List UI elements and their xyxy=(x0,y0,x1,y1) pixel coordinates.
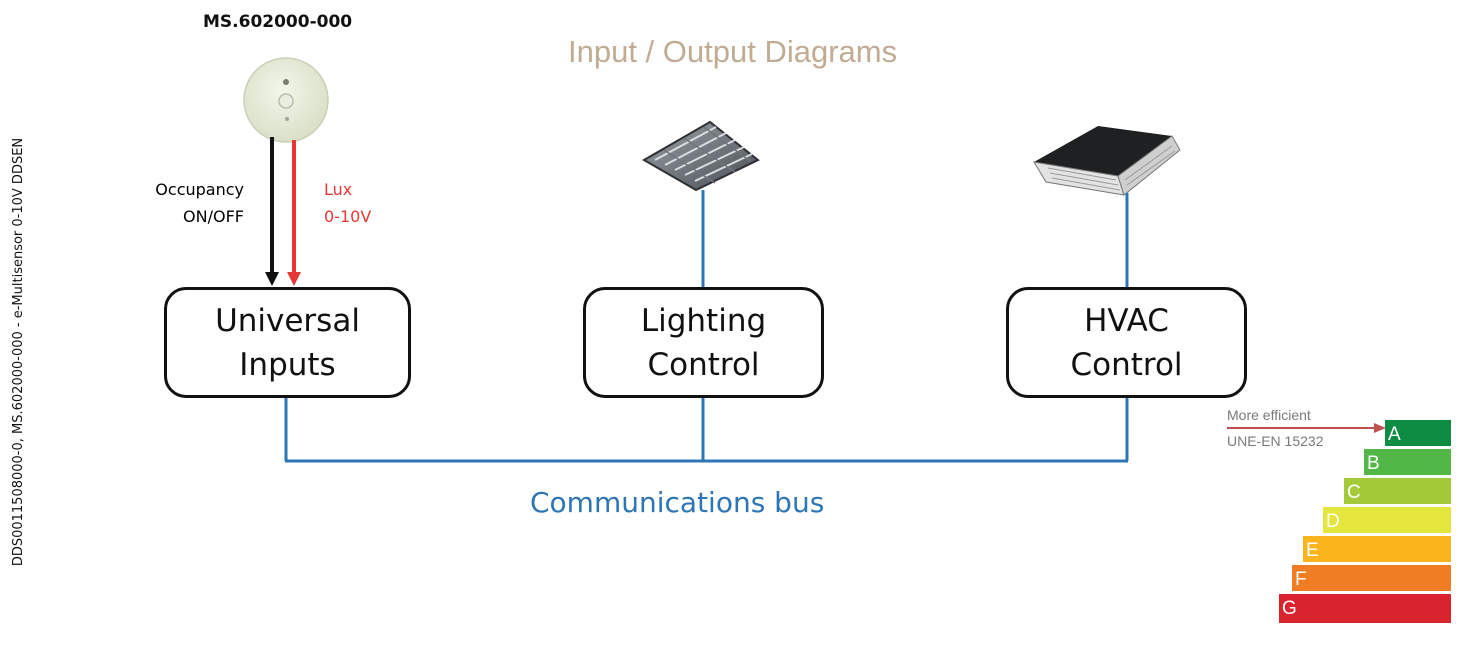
universal-inputs-line2: Inputs xyxy=(239,346,336,383)
efficiency-class-a: A xyxy=(1385,420,1451,446)
more-efficient-arrow xyxy=(1227,423,1386,433)
occupancy-label-line2: ON/OFF xyxy=(183,207,244,226)
occupancy-label-line1: Occupancy xyxy=(155,180,244,199)
efficiency-class-b: B xyxy=(1364,449,1451,475)
page-title: Input / Output Diagrams xyxy=(568,34,898,69)
lux-label-line2: 0-10V xyxy=(324,207,372,226)
efficiency-class-d: D xyxy=(1323,507,1451,533)
efficiency-class-g: G xyxy=(1279,594,1451,623)
efficiency-class-c: C xyxy=(1344,478,1451,504)
hvac-unit-icon xyxy=(1033,126,1181,196)
occupancy-signal-arrow xyxy=(265,137,279,286)
io-diagram xyxy=(243,57,1386,463)
more-efficient-label: More efficient xyxy=(1227,407,1311,423)
hvac-control-line2: Control xyxy=(1070,346,1183,383)
light-fixture-icon xyxy=(641,120,760,192)
communications-bus-label: Communications bus xyxy=(530,486,825,519)
occupancy-label: Occupancy ON/OFF xyxy=(124,176,244,230)
standard-label: UNE-EN 15232 xyxy=(1227,433,1324,449)
efficiency-class-e: E xyxy=(1303,536,1451,562)
hvac-control-line1: HVAC xyxy=(1084,302,1169,339)
lux-label: Lux 0-10V xyxy=(324,176,371,230)
hvac-control-box: HVAC Control xyxy=(1006,287,1247,398)
lighting-control-box: Lighting Control xyxy=(583,287,824,398)
multisensor-icon xyxy=(243,57,329,143)
lux-label-line1: Lux xyxy=(324,180,353,199)
lux-signal-arrow xyxy=(287,140,301,286)
efficiency-class-f: F xyxy=(1292,565,1451,591)
lighting-control-line1: Lighting xyxy=(640,302,767,339)
lighting-control-line2: Control xyxy=(647,346,760,383)
communications-bus xyxy=(284,398,1129,463)
sensor-code-label: MS.602000-000 xyxy=(203,12,353,32)
universal-inputs-line1: Universal xyxy=(215,302,360,339)
universal-inputs-box: Universal Inputs xyxy=(164,287,411,398)
